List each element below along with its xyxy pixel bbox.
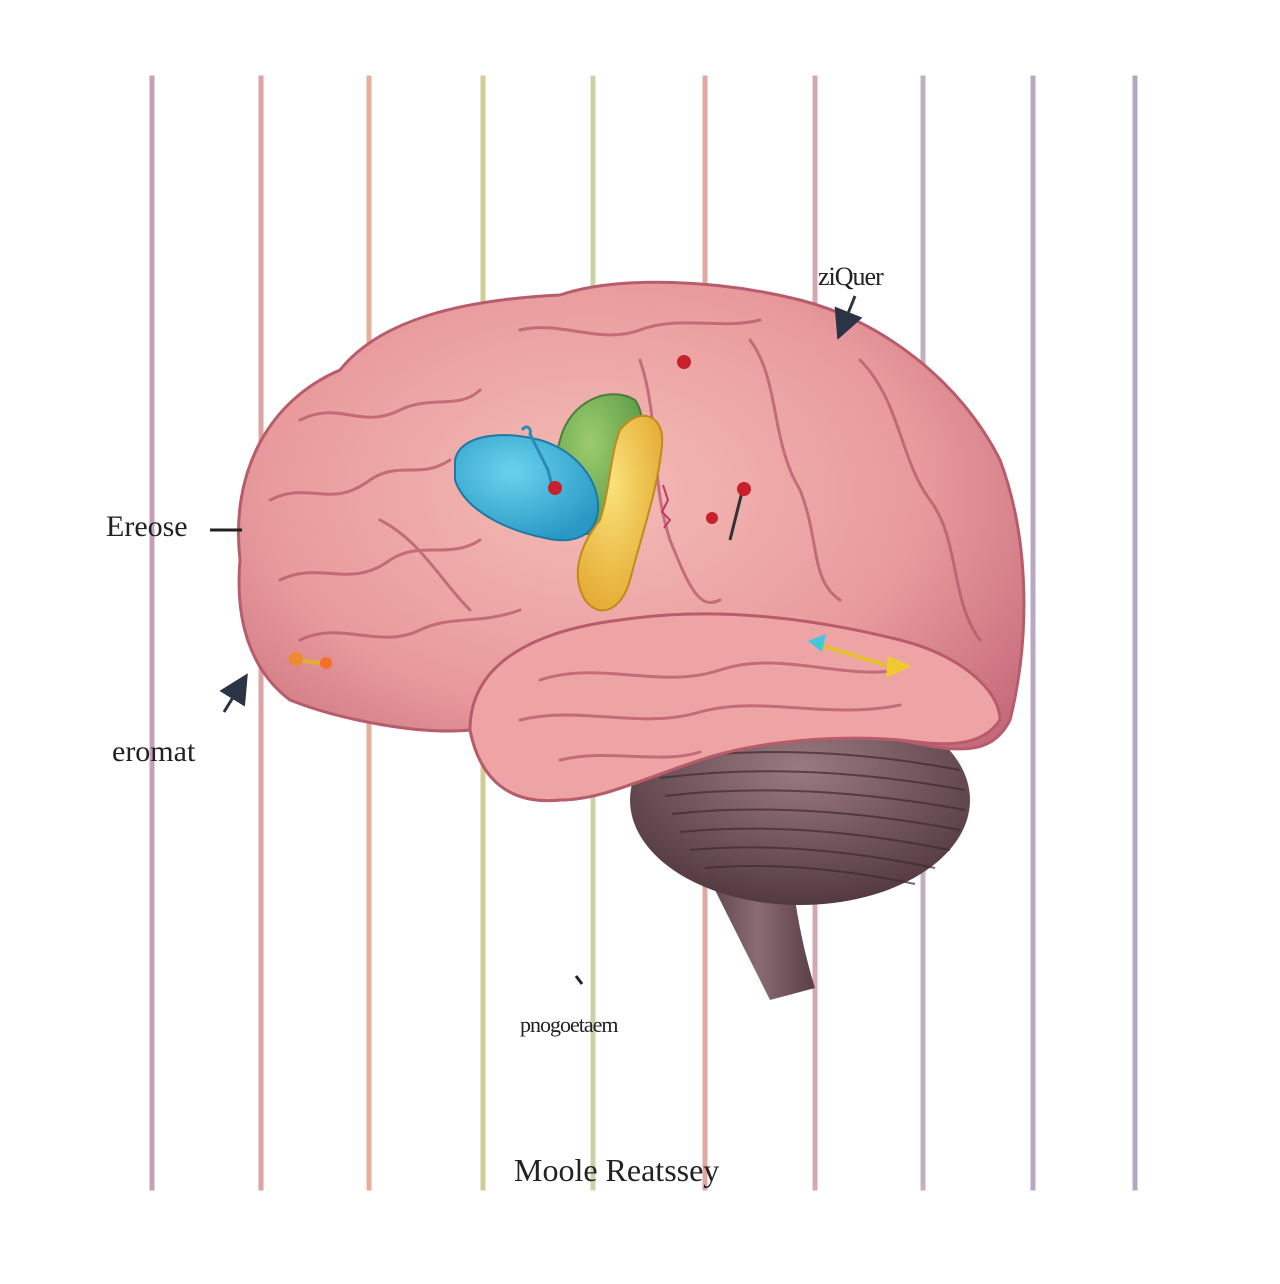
annotation-leaders xyxy=(210,295,863,985)
pin-marker-mid xyxy=(706,512,718,524)
pin-marker-blue-region xyxy=(548,481,562,495)
pin-marker-right xyxy=(737,482,751,496)
label-left: Ereose xyxy=(106,510,188,543)
pin-marker-top xyxy=(677,355,691,369)
pin-markers xyxy=(289,355,751,669)
diagram-title: Moole Reatssey xyxy=(514,1152,720,1188)
temporal-double-arrow-icon xyxy=(808,634,912,678)
region-blue xyxy=(454,434,600,542)
region-yellow xyxy=(576,414,664,612)
label-upper-right: ziQuer xyxy=(818,262,884,291)
orange-dumbbell-left xyxy=(289,652,303,666)
label-lower-left: eromat xyxy=(112,735,196,768)
orange-dumbbell-right xyxy=(320,657,332,669)
highlighted-regions xyxy=(454,393,664,612)
label-brainstem: pnogoetaem xyxy=(520,1012,619,1037)
